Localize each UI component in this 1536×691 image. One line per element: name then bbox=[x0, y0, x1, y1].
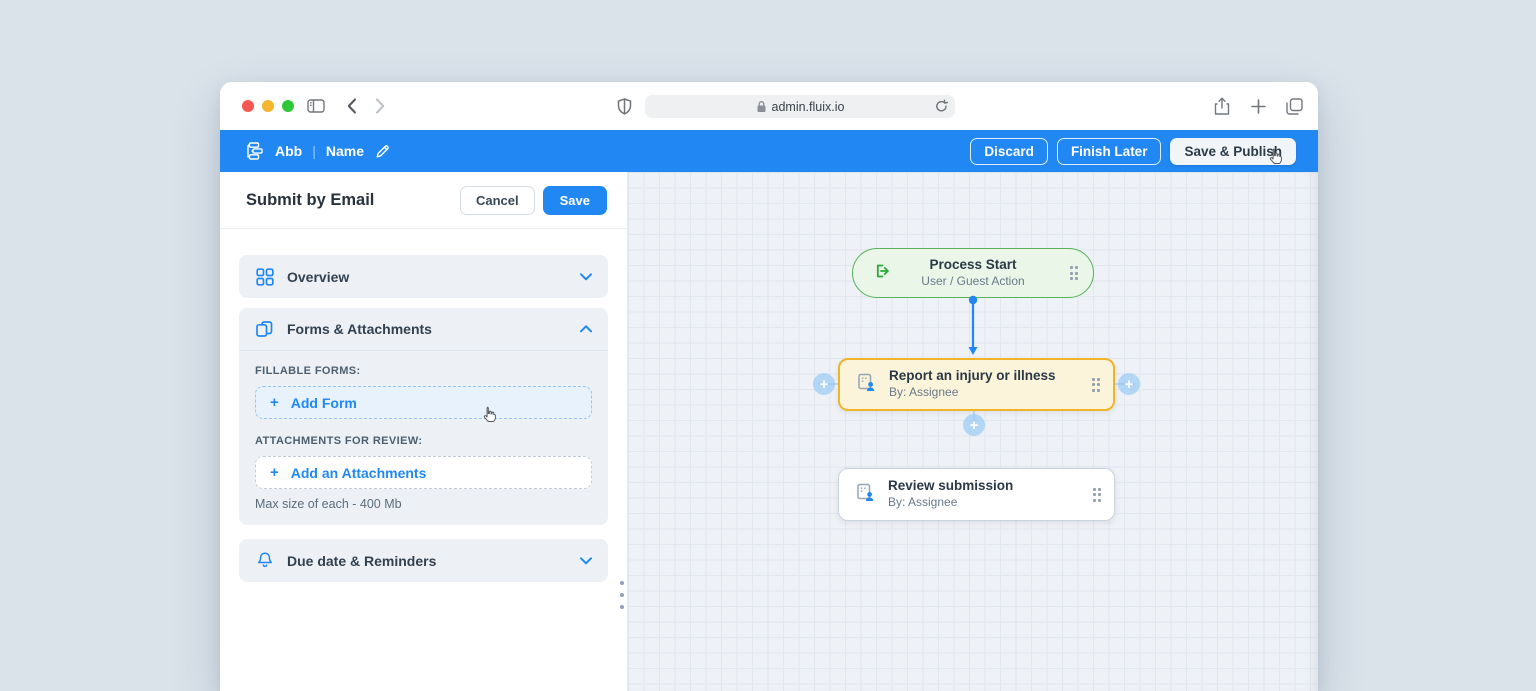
appbar-actions: Discard Finish Later Save & Publish bbox=[970, 137, 1296, 165]
step-settings-panel: Submit by Email Cancel Save Overview bbox=[220, 172, 628, 691]
reload-icon[interactable] bbox=[935, 99, 949, 116]
section-due-date-label: Due date & Reminders bbox=[287, 552, 437, 569]
workflow-abbr: Abb bbox=[275, 143, 303, 159]
panel-header: Submit by Email Cancel Save bbox=[220, 172, 627, 229]
finish-later-button[interactable]: Finish Later bbox=[1056, 137, 1162, 165]
url-text: admin.fluix.io bbox=[771, 99, 845, 114]
plus-icon: + bbox=[270, 464, 279, 481]
task-form-icon bbox=[855, 482, 876, 508]
privacy-shield-icon[interactable] bbox=[614, 96, 634, 116]
plus-icon: + bbox=[270, 394, 279, 411]
share-icon[interactable] bbox=[1212, 96, 1232, 116]
connector-arrow bbox=[968, 295, 978, 355]
browser-window: admin.fluix.io Abb | Name Discard Finish… bbox=[220, 82, 1318, 691]
new-tab-icon[interactable] bbox=[1248, 96, 1268, 116]
add-attachment-button[interactable]: + Add an Attachments bbox=[255, 456, 592, 489]
drag-handle-icon[interactable] bbox=[1069, 266, 1078, 280]
task-form-icon bbox=[856, 372, 877, 398]
add-attachment-label: Add an Attachments bbox=[290, 464, 427, 481]
node-text: Process Start User / Guest Action bbox=[921, 257, 1024, 289]
section-forms-header[interactable]: Forms & Attachments bbox=[239, 308, 608, 351]
add-form-label: Add Form bbox=[290, 394, 357, 411]
node-report-injury[interactable]: Report an injury or illness By: Assignee bbox=[838, 358, 1115, 411]
node-subtitle: User / Guest Action bbox=[921, 273, 1025, 288]
node-subtitle: By: Assignee bbox=[888, 495, 958, 510]
attachments-for-review-label: ATTACHMENTS FOR REVIEW: bbox=[255, 435, 423, 447]
panel-title: Submit by Email bbox=[246, 190, 375, 209]
node-title: Report an injury or illness bbox=[889, 368, 1056, 384]
title-divider: | bbox=[312, 143, 316, 159]
section-due-date[interactable]: Due date & Reminders bbox=[239, 539, 608, 582]
section-overview-label: Overview bbox=[287, 268, 350, 285]
add-step-below-button[interactable]: + bbox=[963, 414, 985, 436]
workflow-app-bar: Abb | Name Discard Finish Later Save & P… bbox=[220, 130, 1318, 172]
node-title: Process Start bbox=[929, 256, 1017, 272]
workflow-identity: Abb | Name bbox=[220, 142, 391, 160]
window-controls bbox=[242, 100, 294, 112]
drag-handle-icon[interactable] bbox=[1092, 487, 1101, 502]
main-content: Submit by Email Cancel Save Overview bbox=[220, 172, 1318, 691]
panel-body: Overview Forms & Attachments FILLABLE FO… bbox=[220, 229, 627, 582]
workflow-canvas[interactable]: Process Start User / Guest Action bbox=[628, 172, 1318, 691]
add-step-left-button[interactable]: + bbox=[813, 373, 835, 395]
chevron-down-icon bbox=[580, 556, 592, 564]
save-publish-button[interactable]: Save & Publish bbox=[1170, 137, 1296, 165]
discard-button[interactable]: Discard bbox=[970, 137, 1048, 165]
chevron-down-icon bbox=[580, 272, 592, 280]
node-subtitle: By: Assignee bbox=[889, 385, 959, 400]
overview-grid-icon bbox=[255, 267, 274, 286]
section-forms-label: Forms & Attachments bbox=[287, 321, 432, 337]
node-title: Review submission bbox=[888, 478, 1014, 494]
panel-resize-handle[interactable] bbox=[620, 581, 624, 609]
forms-copy-icon bbox=[255, 320, 274, 339]
tab-overview-icon[interactable] bbox=[1284, 96, 1304, 116]
process-start-icon bbox=[873, 262, 891, 285]
add-step-right-button[interactable]: + bbox=[1118, 373, 1140, 395]
add-form-button[interactable]: + Add Form bbox=[255, 386, 592, 419]
plus-icon: + bbox=[1124, 375, 1134, 393]
address-bar[interactable]: admin.fluix.io bbox=[645, 95, 955, 118]
max-size-note: Max size of each - 400 Mb bbox=[255, 497, 402, 511]
plus-icon: + bbox=[819, 375, 829, 393]
bell-icon bbox=[255, 551, 274, 570]
fillable-forms-label: FILLABLE FORMS: bbox=[255, 365, 361, 377]
minimize-window-button[interactable] bbox=[262, 100, 274, 112]
back-icon[interactable] bbox=[342, 96, 362, 116]
chevron-up-icon bbox=[580, 325, 592, 333]
maximize-window-button[interactable] bbox=[282, 100, 294, 112]
node-text: Review submission By: Assignee bbox=[888, 478, 1013, 510]
edit-pencil-icon[interactable] bbox=[374, 143, 391, 160]
lock-icon bbox=[757, 101, 766, 112]
browser-chrome: admin.fluix.io bbox=[220, 82, 1318, 130]
close-window-button[interactable] bbox=[242, 100, 254, 112]
node-review-submission[interactable]: Review submission By: Assignee bbox=[838, 468, 1115, 521]
node-text: Report an injury or illness By: Assignee bbox=[889, 368, 1056, 400]
plus-icon: + bbox=[969, 416, 979, 434]
sidebar-toggle-icon[interactable] bbox=[306, 96, 326, 116]
node-process-start[interactable]: Process Start User / Guest Action bbox=[852, 248, 1094, 298]
cancel-button[interactable]: Cancel bbox=[459, 185, 535, 215]
forward-icon[interactable] bbox=[370, 96, 390, 116]
section-forms-attachments: Forms & Attachments FILLABLE FORMS: + Ad… bbox=[239, 308, 608, 525]
save-button[interactable]: Save bbox=[542, 185, 607, 215]
workflow-name: Name bbox=[325, 143, 364, 159]
drag-handle-icon[interactable] bbox=[1091, 377, 1100, 392]
workflow-icon bbox=[247, 142, 263, 160]
forms-section-body: FILLABLE FORMS: + Add Form ATTACHMENTS F… bbox=[239, 351, 608, 525]
section-overview[interactable]: Overview bbox=[239, 255, 608, 298]
